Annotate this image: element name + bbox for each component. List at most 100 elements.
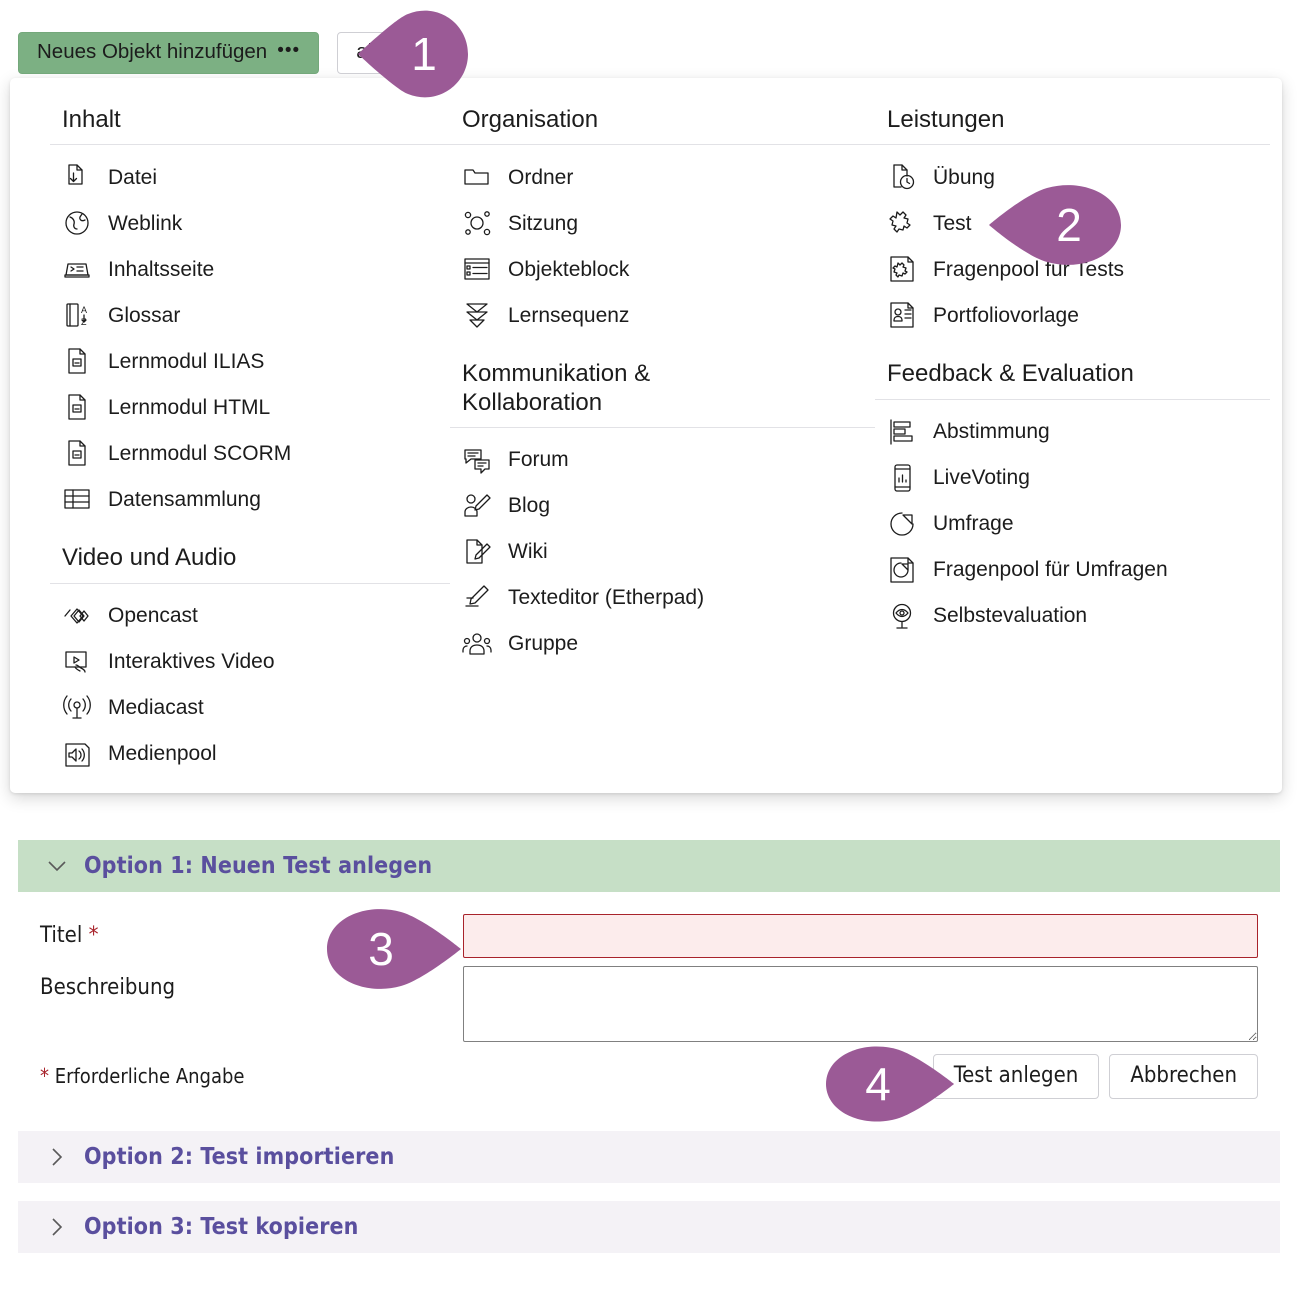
submit-button[interactable]: Test anlegen [932,1054,1100,1099]
menu-item-label: Lernsequenz [508,303,630,327]
menu-item-label: Datei [108,165,158,189]
menu-item-mediacast[interactable]: Mediacast [50,685,450,731]
table-grid-icon [62,484,92,514]
menu-item-lernmodul-ilias[interactable]: Lernmodul ILIAS [50,338,450,384]
menu-item-selbstevaluation[interactable]: Selbstevaluation [875,593,1270,639]
menu-group-divider [450,144,875,146]
globe-icon [62,208,92,238]
menu-item-forum[interactable]: Forum [450,437,875,483]
menu-item-ordner[interactable]: Ordner [450,154,875,200]
menu-item-objekteblock[interactable]: Objekteblock [450,246,875,292]
section-spacer-2 [18,1183,1280,1201]
add-object-button-label: Neues Objekt hinzufügen [37,40,268,63]
menu-item-umfrage[interactable]: Umfrage [875,501,1270,547]
menu-item-fragenpool-für-umfragen[interactable]: Fragenpool für Umfragen [875,547,1270,593]
menu-item-label: Blog [508,494,551,518]
menu-group-divider [50,582,450,584]
menu-item-wiki[interactable]: Wiki [450,529,875,575]
menu-item-label: Portfoliovorlage [933,303,1079,327]
callout-badge-4: 4 [822,1043,958,1125]
interactive-video-icon [62,647,92,677]
wiki-page-pencil-icon [462,537,492,567]
option1-header[interactable]: Option 1: Neuen Test anlegen [18,840,1280,892]
menu-item-label: Wiki [508,540,548,564]
option1-body: Titel * Beschreibung * Erforderliche Ang… [18,892,1280,1113]
menu-item-label: Objekteblock [508,257,630,281]
menu-item-opencast[interactable]: Opencast [50,593,450,639]
puzzle-icon [887,208,917,238]
content-page-icon [62,254,92,284]
forum-speech-icon [462,445,492,475]
opencast-diamond-icon [62,601,92,631]
menu-item-inhaltsseite[interactable]: Inhaltsseite [50,246,450,292]
menu-item-label: Medienpool [108,742,217,766]
menu-item-datensammlung[interactable]: Datensammlung [50,476,450,522]
menu-item-label: Opencast [108,604,198,628]
menu-item-lernmodul-scorm[interactable]: Lernmodul SCORM [50,430,450,476]
title-label: Titel * [40,923,99,948]
exercise-clock-icon [887,162,917,192]
description-label: Beschreibung [40,975,176,1000]
option2-header[interactable]: Option 2: Test importieren [18,1131,1280,1183]
learning-module-icon [62,346,92,376]
description-textarea[interactable] [463,966,1258,1042]
required-hint: * Erforderliche Angabe [40,1064,245,1088]
cancel-button[interactable]: Abbrechen [1109,1054,1258,1099]
description-row: Beschreibung [18,966,1280,1042]
menu-item-gruppe[interactable]: Gruppe [450,621,875,667]
menu-item-label: Inhaltsseite [108,257,215,281]
menu-item-label: Fragenpool für Umfragen [933,558,1168,582]
chevron-right-icon [46,1146,68,1168]
menu-item-label: Gruppe [508,632,579,656]
menu-item-texteditor-etherpad[interactable]: Texteditor (Etherpad) [450,575,875,621]
session-nodes-icon [462,208,492,238]
option3-header-label: Option 3: Test kopieren [84,1214,359,1240]
callout-badge-2: 2 [985,182,1125,268]
menu-item-label: Lernmodul HTML [108,395,271,419]
menu-item-label: Lernmodul ILIAS [108,349,265,373]
file-download-icon [62,162,92,192]
menu-item-blog[interactable]: Blog [450,483,875,529]
blog-pencil-icon [462,491,492,521]
callout-3-number: 3 [368,923,394,975]
menu-item-portfoliovorlage[interactable]: Portfoliovorlage [875,292,1270,338]
portfolio-template-icon [887,300,917,330]
option3-header[interactable]: Option 3: Test kopieren [18,1201,1280,1253]
svg-text:A: A [81,305,87,315]
menu-item-label: Umfrage [933,512,1014,536]
menu-item-medienpool[interactable]: Medienpool [50,731,450,777]
menu-item-lernsequenz[interactable]: Lernsequenz [450,292,875,338]
learning-module-icon [62,392,92,422]
menu-item-weblink[interactable]: Weblink [50,200,450,246]
menu-item-abstimmung[interactable]: Abstimmung [875,409,1270,455]
title-input[interactable] [463,914,1258,958]
menu-item-interaktives-video[interactable]: Interaktives Video [50,639,450,685]
menu-group-title: Video und Audio [62,544,237,572]
folder-icon [462,162,492,192]
add-object-button[interactable]: Neues Objekt hinzufügen ••• [18,32,320,74]
option1-header-label: Option 1: Neuen Test anlegen [84,853,433,879]
menu-item-lernmodul-html[interactable]: Lernmodul HTML [50,384,450,430]
callout-badge-1: 1 [352,8,472,100]
menu-group-title: Leistungen [887,106,1005,133]
menu-item-label: Glossar [108,303,181,327]
option2-header-label: Option 2: Test importieren [84,1144,395,1170]
menu-item-test[interactable]: Test [875,200,1270,246]
menu-item-datei[interactable]: Datei [50,154,450,200]
menu-item-sitzung[interactable]: Sitzung [450,200,875,246]
etherpad-pencil-icon [462,583,492,613]
group-people-icon [462,629,492,659]
title-row: Titel * [18,914,1280,958]
menu-item-übung[interactable]: Übung [875,154,1270,200]
menu-item-label: LiveVoting [933,466,1030,490]
menu-item-livevoting[interactable]: LiveVoting [875,455,1270,501]
create-test-form: Option 1: Neuen Test anlegen Titel * Bes… [18,840,1280,1253]
chevron-down-icon [46,855,68,877]
